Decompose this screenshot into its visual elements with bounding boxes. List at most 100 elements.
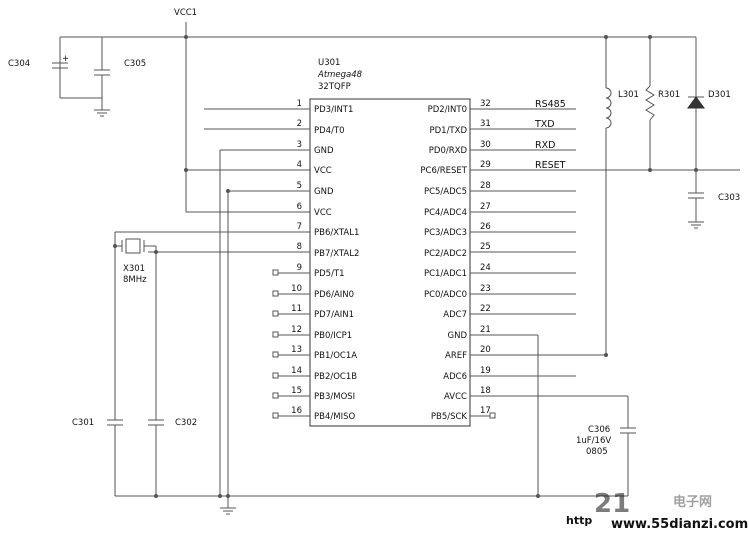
right-pin-21: 21 GND [448,325,538,341]
ground-symbol [688,221,704,229]
c306-capacitor [620,396,636,496]
chip-part: Atmega48 [317,70,363,80]
junction-dot [226,494,230,498]
net-txd: TXD [534,119,555,130]
svg-text:PD0/RXD: PD0/RXD [429,146,468,156]
svg-text:11: 11 [291,304,302,314]
right-pin-25: 25 PC2/ADC2 [424,242,576,259]
svg-text:24: 24 [480,263,491,273]
svg-text:AREF: AREF [445,351,467,361]
right-pin-31: 31 PD1/TXD [429,119,576,136]
left-pin-9: 9 PD5/T1 [272,263,345,279]
c305-capacitor [94,37,110,110]
svg-text:21: 21 [480,325,491,335]
right-pin-23: 23 PC0/ADC0 [424,284,576,300]
chip-ref: U301 [318,58,340,68]
svg-text:3: 3 [297,140,302,150]
right-pin-17: 17 PB5/SCK [431,406,496,422]
right-pin-19: 19 ADC6 [443,366,576,382]
right-pin-27: 27 PC4/ADC4 [424,202,576,218]
svg-text:5: 5 [297,181,302,191]
junction-dot [536,494,540,498]
svg-text:16: 16 [291,406,302,416]
svg-text:ADC7: ADC7 [443,310,467,320]
c304-plus: + [62,54,69,64]
c303-capacitor [688,170,704,222]
svg-text:14: 14 [291,366,302,376]
r301-label: R301 [658,90,680,100]
svg-text:ADC6: ADC6 [443,372,467,382]
c302-capacitor [148,419,164,496]
svg-text:VCC: VCC [314,166,332,176]
c301-capacitor [107,419,123,496]
svg-text:PD4/T0: PD4/T0 [314,126,345,136]
watermark-logo-number: 21 [594,489,630,519]
left-pin-2: 2 PD4/T0 [204,119,345,136]
svg-text:PC6/RESET: PC6/RESET [420,166,467,176]
left-pin-7: 7 PB6/XTAL1 [115,222,359,238]
svg-text:PD1/TXD: PD1/TXD [429,126,467,136]
net-rxd: RXD [535,140,555,151]
left-pin-1: 1 PD3/INT1 [204,99,353,115]
svg-text:32: 32 [480,99,491,109]
svg-text:26: 26 [480,222,491,232]
right-pin-26: 26 PC3/ADC3 [424,222,576,238]
left-pin-11: 11 PD7/AIN1 [272,304,354,320]
r301-resistor [645,37,655,170]
svg-text:GND: GND [314,146,334,156]
right-pin-32: 32 PD2/INT0 [428,99,576,115]
left-pin-8: 8 PB7/XTAL2 [148,242,359,259]
left-pin-4: 4 VCC [297,160,332,176]
svg-text:PD2/INT0: PD2/INT0 [428,105,467,115]
c306-ref: C306 [588,425,610,435]
svg-text:PB0/ICP1: PB0/ICP1 [314,331,352,341]
svg-text:27: 27 [480,202,491,212]
left-pin-15: 15 PB3/MOSI [272,386,355,402]
junction-dot [113,244,117,248]
ground-symbol [94,109,110,117]
right-pin-18: 18 AVCC [444,386,628,402]
svg-text:15: 15 [291,386,302,396]
junction-dot [226,189,230,193]
svg-text:1: 1 [297,99,302,109]
svg-text:20: 20 [480,345,491,355]
l301-inductor [605,37,612,355]
svg-text:PD6/AIN0: PD6/AIN0 [314,290,354,300]
net-reset: RESET [535,160,566,171]
u301-chip-body [309,98,471,427]
svg-text:28: 28 [480,181,491,191]
svg-text:18: 18 [480,386,491,396]
svg-text:PB7/XTAL2: PB7/XTAL2 [314,249,359,259]
svg-text:12: 12 [291,325,302,335]
left-pin-3: 3 GND [220,140,334,156]
crystal-value: 8MHz [123,275,147,285]
svg-text:PC0/ADC0: PC0/ADC0 [424,290,467,300]
junction-dot [184,168,188,172]
net-rs485: RS485 [535,99,566,110]
junction-dot [648,35,652,39]
watermark-left: http [566,514,592,527]
svg-text:22: 22 [480,304,491,314]
svg-text:PB1/OC1A: PB1/OC1A [314,351,357,361]
junction-dot [604,35,608,39]
ground-symbol [220,507,236,515]
c306-package: 0805 [586,447,608,457]
svg-text:GND: GND [314,187,334,197]
crystal-ref: X301 [123,264,145,274]
svg-text:19: 19 [480,366,491,376]
junction-dot [648,168,652,172]
svg-text:PC2/ADC2: PC2/ADC2 [424,249,467,259]
chip-package: 32TQFP [318,82,351,92]
svg-text:PB5/SCK: PB5/SCK [431,412,468,422]
svg-text:PD5/T1: PD5/T1 [314,269,345,279]
svg-text:29: 29 [480,160,491,170]
svg-text:17: 17 [480,406,491,416]
junction-dot [154,250,158,254]
right-pin-24: 24 PC1/ADC1 [424,263,576,279]
svg-text:GND: GND [448,331,468,341]
svg-text:PC3/ADC3: PC3/ADC3 [424,228,467,238]
left-pin-6: 6 VCC [297,202,332,218]
c306-value: 1uF/16V [576,436,611,446]
svg-text:25: 25 [480,242,491,252]
